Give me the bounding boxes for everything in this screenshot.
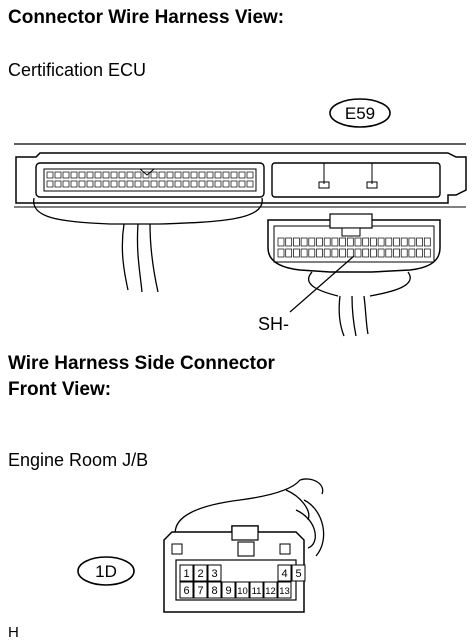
1d-wire-bundle	[174, 478, 325, 557]
pin-cell-12: 12	[263, 581, 278, 599]
pin-number: 7	[197, 585, 203, 597]
pin-number: 10	[237, 586, 248, 597]
pin-cell-13: 13	[277, 581, 292, 599]
ecu-left-receptacle	[35, 162, 265, 198]
pin-number: 13	[279, 586, 290, 597]
pin-cell-2: 2	[193, 564, 208, 582]
pin-number: 2	[197, 568, 203, 580]
pin-number: 6	[183, 585, 189, 597]
pin-number: 3	[211, 568, 217, 580]
pin-cell-7: 7	[193, 581, 208, 599]
ecu-left-harness	[33, 197, 263, 293]
pin-cell-4: 4	[277, 564, 292, 582]
e59-code-oval: E59	[329, 98, 391, 128]
ecu-right-receptacle	[271, 162, 441, 198]
e59-harness	[308, 271, 411, 337]
pin-number: 9	[225, 585, 231, 597]
pin-number: 5	[295, 568, 301, 580]
pin-cell-8: 8	[207, 581, 222, 599]
sh-terminal-leader-line	[289, 255, 355, 313]
pin-number: 11	[252, 586, 262, 597]
pin-cell-3: 3	[207, 564, 222, 582]
pin-number: 8	[211, 585, 217, 597]
pin-cell-1: 1	[179, 564, 194, 582]
pin-number: 4	[281, 568, 287, 580]
title-wire-harness-side-connector: Wire Harness Side Connector	[8, 353, 275, 374]
pin-number: 1	[183, 568, 189, 580]
label-engine-room-jb: Engine Room J/B	[8, 450, 149, 470]
pin-cell-10: 10	[235, 581, 250, 599]
1d-code-oval: 1D	[77, 556, 135, 586]
pin-number: 12	[265, 586, 276, 597]
pin-cell-5: 5	[291, 564, 306, 582]
sh-terminal-callout: SH-	[258, 314, 289, 334]
label-certification-ecu: Certification ECU	[8, 60, 147, 80]
pin-cell-11: 11	[249, 581, 264, 599]
1d-code-label: 1D	[95, 562, 117, 581]
e59-plug	[267, 213, 441, 273]
title-front-view: Front View:	[8, 379, 112, 400]
title-connector-wire-harness-view: Connector Wire Harness View:	[8, 7, 285, 28]
pin-cell-9: 9	[221, 581, 236, 599]
e59-code-label: E59	[345, 104, 375, 123]
pin-cell-6: 6	[179, 581, 194, 599]
footer-mark: H	[8, 624, 19, 641]
